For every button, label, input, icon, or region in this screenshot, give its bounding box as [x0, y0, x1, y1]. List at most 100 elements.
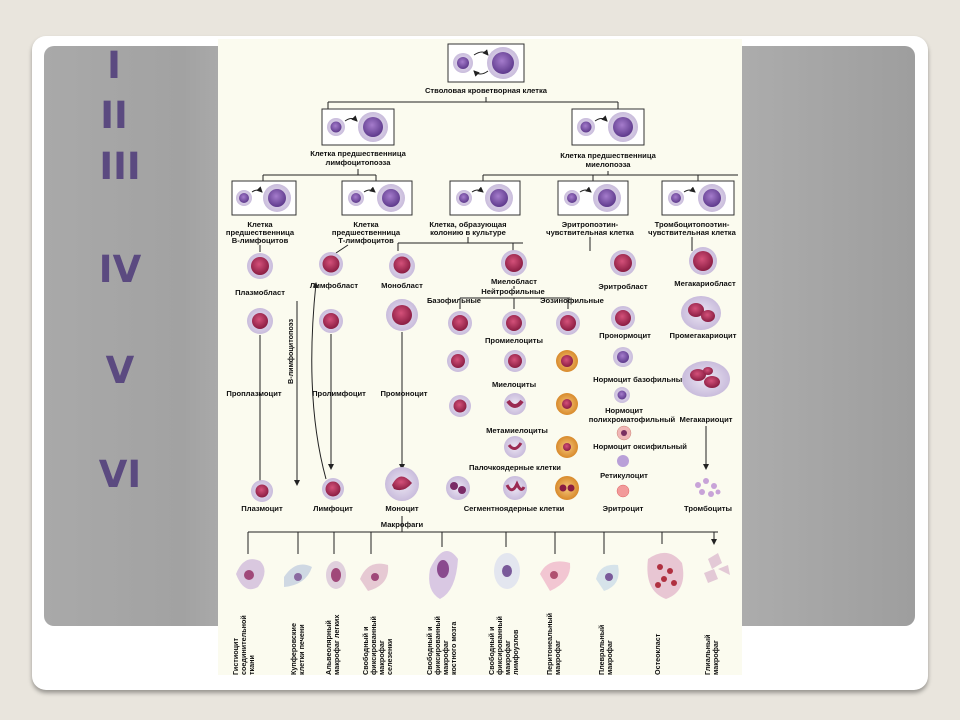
spleen-label-2: фиксированный: [369, 616, 378, 675]
proplasmocyte-label: Проплазмоцит: [226, 389, 282, 398]
neutrophil-promyelocyte: [502, 311, 526, 335]
stem-cell-label: Стволовая кроветворная клетка: [425, 86, 548, 95]
myeloblast-label: Миелобласт: [491, 277, 537, 286]
promegakaryocyte-label: Промегакариоцит: [670, 331, 737, 340]
pronormocyte-label: Пронормоцит: [599, 331, 651, 340]
myelo-precursor-box: [571, 108, 645, 146]
promonocyte-cell: [386, 299, 418, 331]
osteoclast-label: Остеокласт: [653, 633, 662, 675]
kupffer-label-1: Купферовские: [289, 623, 298, 675]
segmented-label: Сегментноядерные клетки: [464, 504, 565, 513]
myelo-precursor-label-2: миелопоэза: [586, 160, 632, 169]
bone-marrow-label-3: макрофаг: [441, 640, 450, 675]
spleen-label-3: макрофаг: [377, 640, 386, 675]
neutrophilic-label: Нейтрофильные: [481, 287, 544, 296]
b-precursor-label-3: В-лимфоцитов: [232, 236, 289, 245]
cfu-label-2: колонию в культуре: [430, 228, 506, 237]
level-label-3: III: [99, 145, 141, 188]
band-cells-label: Палочкоядерные клетки: [469, 463, 561, 472]
macrophage-cells: [236, 551, 730, 599]
normocyte-oxy-label: Нормоцит оксифильный: [593, 442, 687, 451]
level-label-5: V: [105, 349, 135, 392]
promegakaryocyte-cell: [681, 296, 721, 330]
erythroblast-label: Эритробласт: [598, 282, 647, 291]
erythroblast-cell: [610, 250, 636, 276]
normocyte-cells: [613, 347, 633, 498]
reticulocyte-label: Ретикулоцит: [600, 471, 648, 480]
lymph-precursor-label-1: Клетка предшественница: [310, 149, 406, 158]
lymphocyte-label: Лимфоцит: [313, 504, 353, 513]
monoblast-label: Монобласт: [381, 281, 423, 290]
plasmablast-cell: [247, 253, 273, 279]
peritoneal-label-1: Перитонеальный: [545, 613, 554, 675]
spleen-label-4: селезенки: [385, 639, 394, 675]
megakaryoblast-cell: [689, 247, 717, 275]
basophilic-label: Базофильные: [427, 296, 481, 305]
eosinophil-promyelocyte: [556, 311, 580, 335]
megakaryoblast-label: Мегакариобласт: [674, 279, 736, 288]
plasmocyte-label: Плазмоцит: [241, 504, 283, 513]
monoblast-cell: [389, 253, 415, 279]
normocyte-baso-label: Нормоцит базофильный: [593, 375, 687, 384]
alveolar-label-1: Альвеолярный: [324, 620, 333, 675]
bone-marrow-label-2: фиксированный: [433, 616, 442, 675]
histiocyte-label-3: ткани: [247, 655, 256, 675]
segmented-cells: [446, 476, 579, 500]
erythro-sensitive-label-1: Эритропоэтин-: [562, 220, 619, 229]
proplasmocyte-cell: [247, 308, 273, 334]
t-precursor-box: [341, 180, 413, 216]
level-label-1: I: [107, 44, 121, 87]
granulocyte-column-eos: [556, 350, 578, 458]
kupffer-label-2: клетки печени: [297, 624, 306, 675]
prolymphocyte-cell: [319, 309, 343, 333]
lymphocyte-cell: [322, 478, 344, 500]
level-label-4: IV: [98, 248, 142, 291]
pleural-label-1: Плевральный: [597, 625, 606, 675]
lymphoblast-label: Лимфобласт: [310, 281, 358, 290]
b-precursor-box: [231, 180, 297, 216]
granulocyte-column-neutro: [504, 350, 526, 458]
basophil-promyelocyte: [448, 311, 472, 335]
spleen-label-1: Свободный и: [361, 626, 370, 675]
prolymphocyte-label: Пролимфоцит: [312, 389, 366, 398]
megakaryocyte-cell: [682, 361, 730, 397]
myeloblast-cell: [501, 250, 527, 276]
lymphoblast-cell: [319, 252, 343, 276]
erythrocyte-label: Эритроцит: [603, 504, 644, 513]
cfu-label-1: Клетка, образующая: [429, 220, 506, 229]
thrombo-sensitive-label-2: чувствительная клетка: [648, 228, 736, 237]
platelets: [695, 478, 721, 497]
cfu-box: [449, 180, 521, 216]
level-label-6: VI: [98, 453, 142, 496]
granulocyte-column-baso: [447, 350, 471, 417]
glial-label-1: Глиальный: [703, 634, 712, 675]
histiocyte-label-1: Гистиоцит: [231, 638, 240, 675]
metamyelocytes-label: Метамиелоциты: [486, 426, 548, 435]
thrombo-sensitive-box: [661, 180, 735, 216]
erythro-sensitive-box: [557, 180, 629, 216]
monocyte-cell: [385, 467, 419, 501]
pronormocyte-cell: [611, 306, 635, 330]
b-lymphopoiesis-label: В-лимфоцитопоэз: [286, 318, 295, 384]
promyelocytes-label: Промиелоциты: [485, 336, 543, 345]
t-precursor-label-2: предшественница: [332, 228, 401, 237]
bone-marrow-label-4: костного мозга: [449, 621, 458, 675]
alveolar-label-2: макрофаг легких: [332, 615, 341, 675]
lymph-node-label-4: лимфоузлов: [511, 629, 520, 675]
myelo-precursor-label-1: Клетка предшественница: [560, 151, 656, 160]
b-precursor-label-2: предшественница: [226, 228, 295, 237]
b-precursor-label-1: Клетка: [247, 220, 273, 229]
plasmocyte-cell: [251, 480, 273, 502]
hematopoiesis-diagram: Стволовая кроветворная клетка Клетка пре…: [218, 39, 742, 675]
plasmablast-label: Плазмобласт: [235, 288, 285, 297]
eosinophilic-label: Эозинофильные: [540, 296, 604, 305]
platelets-label: Тромбоциты: [684, 504, 732, 513]
normocyte-poly-label-1: Нормоцит: [605, 406, 643, 415]
lymph-precursor-label-2: лимфоцитопоэза: [326, 158, 392, 167]
normocyte-poly-label-2: полихроматофильный: [589, 415, 676, 424]
promonocyte-label: Промоноцит: [380, 389, 427, 398]
peritoneal-label-2: макрофаг: [553, 640, 562, 675]
lymph-node-label-2: фиксированный: [495, 616, 504, 675]
t-precursor-label-3: Т-лимфоцитов: [338, 236, 394, 245]
erythro-sensitive-label-2: чувствительная клетка: [546, 228, 634, 237]
